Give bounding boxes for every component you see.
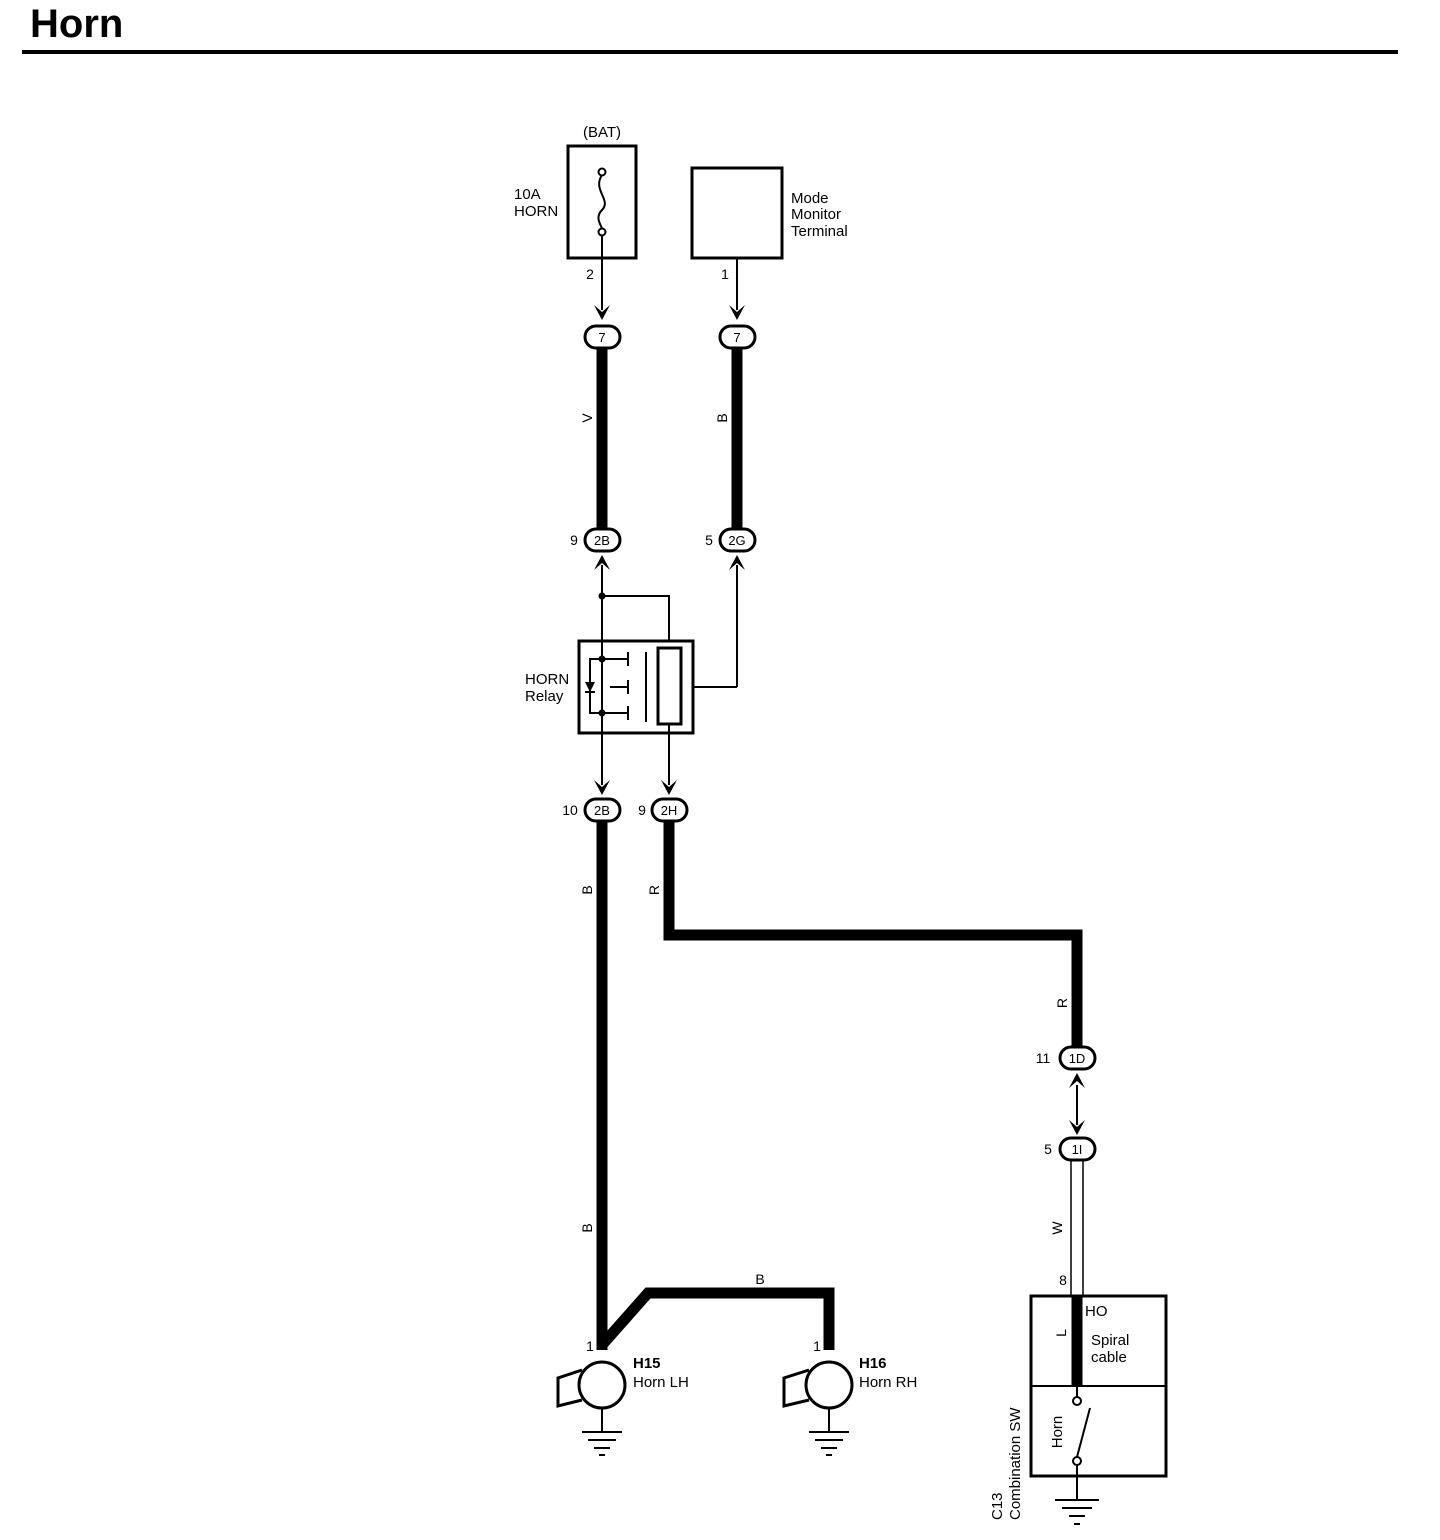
- combo-name: Combination SW: [1007, 1407, 1024, 1520]
- connector-id: 2H: [661, 803, 678, 818]
- fuse-arrow: [594, 305, 610, 320]
- horn-rh-code: H16: [859, 1355, 887, 1372]
- wire-r-color-1: R: [646, 885, 662, 895]
- relay-label-2: Relay: [525, 688, 564, 705]
- connector-2H: 2H 9: [638, 797, 689, 823]
- combo-pin: 8: [1059, 1272, 1067, 1288]
- connector-2G: 2G 5: [705, 527, 757, 553]
- arrow-up-2g: [729, 555, 745, 570]
- wire-b-horn-color: B: [579, 885, 595, 894]
- horn-lh-bell: [556, 1368, 583, 1408]
- connector-pin: 10: [562, 802, 578, 818]
- arrow-down-1i: [1069, 1120, 1085, 1135]
- connector-1D: 1D 11: [1036, 1045, 1097, 1071]
- fuse-pin: 2: [586, 266, 594, 282]
- arrow-up-1d: [1069, 1073, 1085, 1088]
- connector-1I: 1I 5: [1044, 1136, 1097, 1162]
- mode-monitor-terminal: Mode Monitor Terminal 1: [690, 166, 848, 320]
- horn-rh-bell: [782, 1368, 810, 1408]
- connector-id: 2B: [594, 533, 610, 548]
- connector-2B-top: 2B 9: [570, 527, 622, 553]
- connector-id: 7: [598, 330, 605, 345]
- title-rule: [22, 50, 1398, 54]
- connector-id: 1D: [1069, 1051, 1086, 1066]
- combo-code: C13: [989, 1492, 1006, 1520]
- wire-l-color: L: [1053, 1329, 1069, 1337]
- horn-lh-body: [577, 1360, 627, 1410]
- switch-contact-bottom: [1072, 1456, 1082, 1466]
- horn-rh-name: Horn RH: [859, 1374, 917, 1391]
- monitor-label-3: Terminal: [791, 223, 848, 240]
- relay-label-1: HORN: [525, 671, 569, 688]
- connector-7-right: 7: [718, 324, 757, 350]
- monitor-arrow: [729, 305, 745, 320]
- connector-id: 7: [733, 330, 740, 345]
- fuse-10a-horn: (BAT) 10A HORN 2: [514, 124, 638, 320]
- page-title: Horn: [30, 2, 124, 46]
- wire-b-horn-upper-color: B: [579, 1223, 595, 1232]
- wire-r-color-2: R: [1054, 998, 1070, 1008]
- wire-v-color: V: [579, 413, 595, 423]
- connector-7-left: 7: [583, 324, 622, 350]
- monitor-pin: 1: [721, 266, 729, 282]
- arrow-down-2h: [661, 780, 677, 795]
- wire-b-monitor-color: B: [714, 413, 730, 422]
- connector-pin: 9: [638, 802, 646, 818]
- connector-id: 2G: [728, 533, 745, 548]
- wire-b-link-color: B: [755, 1271, 764, 1287]
- horn-rh-body: [804, 1360, 854, 1410]
- horn-rh: 1 H16 Horn RH: [782, 1338, 917, 1456]
- arrow-up-2b: [594, 555, 610, 570]
- combo-terminal: HO: [1085, 1303, 1108, 1320]
- horn-lh: 1 H15 Horn LH: [556, 1338, 689, 1456]
- switch-horn-label: Horn: [1049, 1416, 1066, 1449]
- switch-blade: [1076, 1407, 1091, 1458]
- fuse-element: [597, 174, 606, 230]
- connector-pin: 9: [570, 532, 578, 548]
- connector-pin: 5: [1044, 1141, 1052, 1157]
- monitor-label-2: Monitor: [791, 206, 841, 223]
- combination-switch: 8 L HO Spiral cable Horn C13 Combination…: [989, 1272, 1168, 1525]
- wire-w-color: W: [1049, 1221, 1065, 1235]
- wire-r: [663, 821, 1083, 1047]
- relay-coil: [656, 646, 683, 726]
- fuse-source-label: (BAT): [583, 124, 621, 141]
- horn-lh-code: H15: [633, 1355, 661, 1372]
- spiral-label-1: Spiral: [1091, 1332, 1129, 1349]
- monitor-label-1: Mode: [791, 190, 829, 207]
- fuse-name: HORN: [514, 203, 558, 220]
- fuse-terminal-top: [597, 167, 607, 177]
- connector-2B-bottom: 2B 10: [562, 797, 622, 823]
- spiral-label-2: cable: [1091, 1349, 1127, 1366]
- connector-pin: 5: [705, 532, 713, 548]
- wire-b-link: [597, 1287, 835, 1350]
- horn-lh-pin: 1: [586, 1338, 594, 1354]
- horn-relay: HORN Relay: [525, 565, 738, 735]
- switch-contact-top: [1072, 1396, 1082, 1406]
- horn-lh-name: Horn LH: [633, 1374, 689, 1391]
- fuse-rating: 10A: [514, 186, 541, 203]
- arrow-down-2b: [594, 780, 610, 795]
- monitor-box: [690, 166, 784, 260]
- connector-id: 1I: [1072, 1142, 1083, 1157]
- connector-id: 2B: [594, 803, 610, 818]
- fuse-terminal-bottom: [597, 227, 607, 237]
- horn-rh-pin: 1: [813, 1338, 821, 1354]
- connector-pin: 11: [1036, 1050, 1051, 1066]
